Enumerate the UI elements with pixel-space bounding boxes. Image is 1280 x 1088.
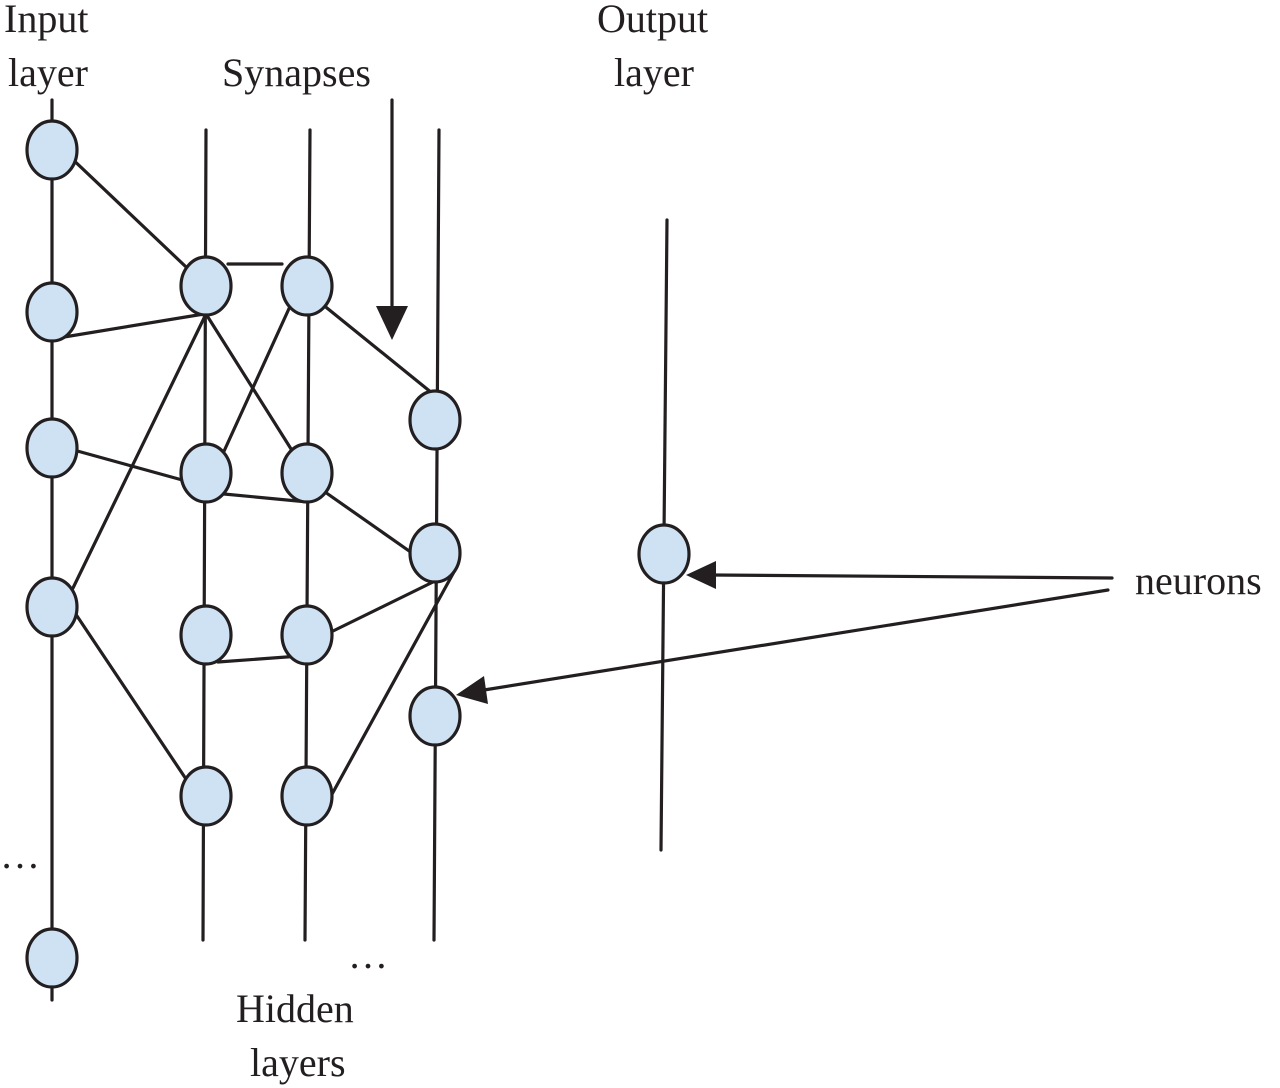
neurons-arrow-shaft-output — [710, 573, 1114, 580]
hidden-neuron — [408, 685, 462, 747]
synapses-arrowhead — [376, 306, 408, 340]
hidden-neuron — [280, 765, 334, 827]
output-neuron — [637, 523, 691, 585]
hidden-neuron — [408, 522, 462, 584]
input-neuron — [25, 927, 79, 989]
neurons-arrowhead-output — [686, 561, 716, 589]
layer-lines — [50, 98, 669, 1002]
hidden-neuron — [179, 604, 233, 666]
input-layer-neurons — [25, 119, 79, 989]
synapse — [71, 312, 208, 590]
hidden-layer-1-neurons — [179, 255, 233, 827]
hidden-layer-3-neurons — [408, 389, 462, 747]
synapse — [71, 608, 192, 787]
hidden-ellipsis: … — [348, 932, 388, 977]
synapse — [320, 302, 434, 395]
hidden-layers-label-line2: layers — [250, 1040, 346, 1085]
neurons-arrows — [456, 561, 1114, 704]
input-ellipsis: … — [0, 832, 40, 877]
input-neuron — [25, 417, 79, 479]
synapses-arrow — [376, 98, 408, 340]
hidden-layers-label-line1: Hidden — [236, 986, 354, 1031]
hidden-neuron — [179, 255, 233, 317]
neurons-label: neurons — [1135, 558, 1262, 603]
neurons-arrowhead-hidden — [456, 676, 488, 704]
hidden-neuron — [280, 442, 334, 504]
hidden-neuron — [179, 442, 233, 504]
synapses-label: Synapses — [222, 50, 371, 95]
synapse — [329, 568, 457, 798]
input-neuron — [25, 281, 79, 343]
hidden-neuron — [179, 765, 233, 827]
neurons-arrow-shaft-hidden — [482, 588, 1110, 692]
output-layer-neurons — [637, 523, 691, 585]
input-layer-label-line2: layer — [8, 50, 88, 95]
hidden-neuron — [280, 604, 334, 666]
synapse — [323, 490, 414, 555]
synapse — [218, 300, 294, 462]
synapse — [50, 312, 206, 341]
synapse — [216, 654, 302, 664]
input-layer-label-line1: Input — [4, 0, 88, 41]
output-layer-label-line2: layer — [614, 50, 694, 95]
input-neuron — [25, 119, 79, 181]
synapses — [45, 133, 457, 798]
output-layer-label-line1: Output — [597, 0, 708, 41]
synapse — [222, 492, 310, 504]
hidden-neuron — [280, 255, 334, 317]
hidden-neuron — [408, 389, 462, 451]
hidden-layer-2-neurons — [280, 255, 334, 827]
input-neuron — [25, 576, 79, 638]
synapse — [329, 580, 435, 634]
